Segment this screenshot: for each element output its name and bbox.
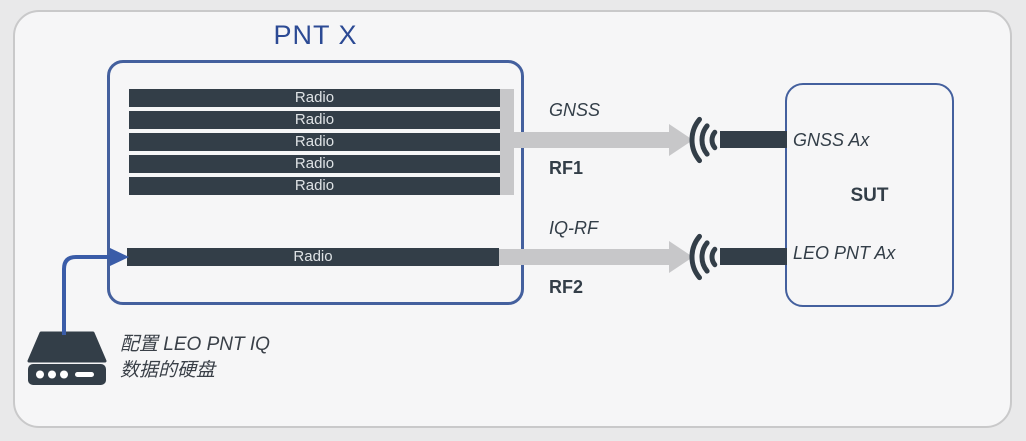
rf2-port-label: RF2 [549, 277, 584, 297]
rf1-port-label: RF1 [549, 158, 584, 178]
pntx-box [107, 60, 524, 305]
disk-caption-line2: 数据的硬盘 [120, 360, 216, 381]
radio-bar: Radio [129, 111, 500, 129]
radio-bar: Radio [129, 155, 500, 173]
sut-antenna2-label: LEO PNT Ax [793, 243, 896, 263]
sut-label: SUT [850, 185, 889, 206]
radio-bar: Radio [129, 177, 500, 195]
rf2-arrow-head-icon [669, 241, 693, 273]
wireless-signal-icon [689, 116, 718, 164]
disk-caption: 配置 LEO PNT IQ 数据的硬盘 [120, 332, 270, 384]
rf1-signal-label: GNSS [549, 100, 601, 120]
diagram-card [13, 10, 1012, 428]
disk-caption-line1: 配置 LEO PNT IQ [120, 334, 270, 355]
rf1-arrow-head-icon [669, 124, 693, 156]
rf2-signal-label: IQ-RF [549, 218, 598, 238]
radio-bar: Radio [129, 133, 500, 151]
radio-bar: Radio [129, 89, 500, 107]
radio-bar-single: Radio [127, 248, 499, 266]
sut-box [785, 83, 954, 307]
rf2-arrow [499, 249, 669, 265]
rf1-arrow [501, 132, 669, 148]
connector-arrow-head-icon [110, 248, 129, 266]
pntx-title: PNT X [273, 20, 358, 50]
disk-to-radio-connector [62, 248, 129, 335]
sut-antenna1-label: GNSS Ax [793, 130, 870, 150]
gnss-antenna-bar [720, 131, 787, 148]
hard-disk-icon [27, 331, 107, 385]
leo-pnt-antenna-bar [720, 248, 787, 265]
wireless-signal-icon [689, 233, 718, 281]
